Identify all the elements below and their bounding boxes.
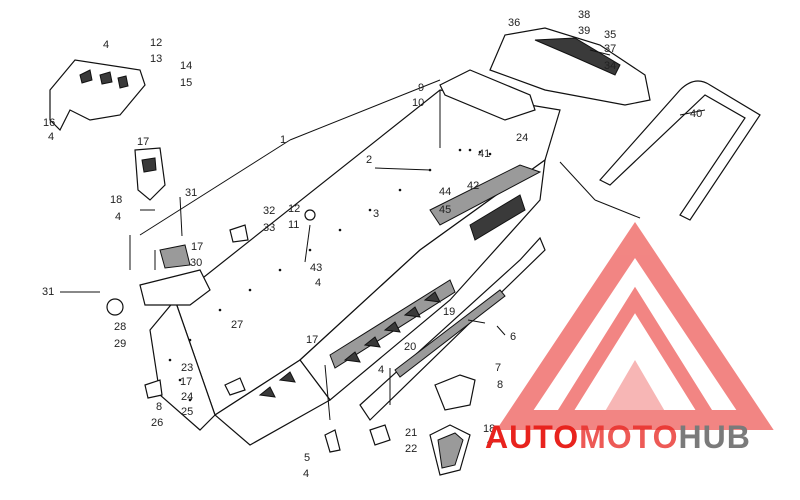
label-13: 13 [150, 53, 162, 65]
watermark-auto: AUTO [485, 419, 579, 455]
label-11: 11 [288, 219, 299, 231]
label-27: 27 [231, 319, 243, 331]
label-9: 9 [418, 82, 424, 94]
label-35: 35 [604, 29, 616, 41]
label-16: 16 [43, 117, 55, 129]
watermark-hub: HUB [678, 419, 750, 455]
callout-labels: 1 2 3 4 4 4 4 4 4 4 5 6 7 8 8 9 10 11 12… [42, 9, 702, 480]
bracket-7 [434, 374, 476, 411]
label-20: 20 [404, 341, 416, 353]
watermark-moto: MOTO [579, 419, 678, 455]
label-4f: 4 [303, 468, 309, 480]
front-bracket-15 [49, 59, 146, 132]
label-1: 1 [280, 134, 286, 146]
label-4c: 4 [115, 211, 121, 223]
label-26: 26 [151, 417, 163, 429]
bracket-18-upper [134, 147, 166, 201]
label-7: 7 [495, 362, 501, 374]
label-12b: 12 [288, 203, 300, 215]
label-4a: 4 [103, 39, 109, 51]
label-15: 15 [180, 77, 192, 89]
label-40: 40 [690, 108, 702, 120]
label-38: 38 [578, 9, 590, 21]
label-19: 19 [443, 306, 455, 318]
rear-bumper-40 [599, 80, 761, 221]
label-4d: 4 [315, 277, 321, 289]
label-18a: 18 [110, 194, 122, 206]
label-4b: 4 [48, 131, 54, 143]
watermark-text: AUTOMOTOHUB [485, 419, 751, 455]
label-37: 37 [604, 43, 616, 55]
label-24a: 24 [516, 132, 528, 144]
label-17c: 17 [306, 334, 318, 346]
tunnel-holes [168, 148, 492, 402]
label-33: 33 [263, 222, 275, 234]
label-18b: 18 [483, 423, 495, 435]
running-board-19 [394, 289, 506, 378]
label-3: 3 [373, 208, 379, 220]
leader-lines [60, 49, 706, 421]
label-8b: 8 [156, 401, 162, 413]
label-17d: 17 [180, 376, 192, 388]
label-34: 34 [604, 60, 616, 72]
label-2: 2 [366, 154, 372, 166]
label-8a: 8 [497, 379, 503, 391]
label-4g: 4 [487, 436, 493, 448]
label-23: 23 [181, 362, 193, 374]
label-14: 14 [180, 60, 192, 72]
crossmember-10 [439, 69, 536, 121]
svg-text:AUTOMOTOHUB: AUTOMOTOHUB [485, 419, 751, 455]
label-10: 10 [412, 97, 424, 109]
small-parts [144, 209, 391, 453]
label-25: 25 [181, 406, 193, 418]
footrest-cutouts [258, 291, 441, 398]
rear-bumper-top-34 [489, 27, 651, 106]
label-28: 28 [114, 321, 126, 333]
label-6: 6 [510, 331, 516, 343]
label-17a: 17 [137, 136, 149, 148]
label-43: 43 [310, 262, 322, 274]
label-45: 45 [439, 204, 451, 216]
label-17b: 17 [191, 241, 203, 253]
label-39: 39 [578, 25, 590, 37]
label-36: 36 [508, 17, 520, 29]
label-24b: 24 [181, 391, 193, 403]
bracket-18-lower [429, 424, 471, 476]
steering-support [106, 244, 211, 316]
label-21: 21 [405, 427, 417, 439]
label-29: 29 [114, 338, 126, 350]
watermark-logo [496, 221, 774, 430]
label-31a: 31 [185, 187, 197, 199]
label-5: 5 [304, 452, 310, 464]
label-44: 44 [439, 186, 451, 198]
label-12a: 12 [150, 37, 162, 49]
label-30: 30 [190, 257, 202, 269]
label-32: 32 [263, 205, 275, 217]
label-41: 41 [478, 148, 490, 160]
label-4e: 4 [378, 364, 384, 376]
label-42: 42 [467, 180, 479, 192]
label-31b: 31 [42, 286, 54, 298]
tunnel-chassis [149, 89, 561, 446]
label-22: 22 [405, 443, 417, 455]
